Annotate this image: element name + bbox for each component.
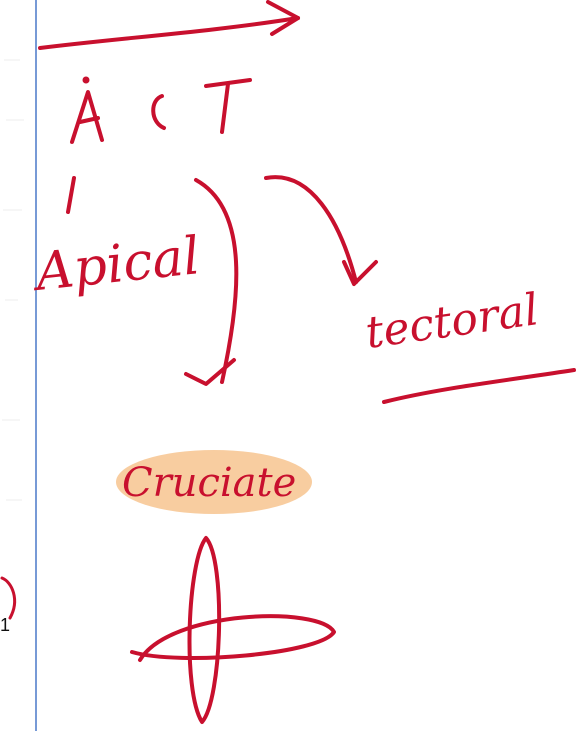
edge-partial-circle — [0, 576, 16, 620]
curved-arrow-right — [264, 175, 378, 286]
top-arrow — [38, 0, 300, 50]
edge-fragment-text: 1 — [0, 615, 11, 635]
tectoral-underline — [382, 368, 576, 404]
tick-mark — [66, 176, 76, 214]
word-tectoral: tectoral — [362, 284, 541, 359]
cross-sketch — [130, 536, 336, 724]
act-letters — [70, 76, 252, 144]
left-page-residue — [2, 59, 24, 501]
curved-arrow-down — [184, 178, 239, 386]
cruciate-highlight — [116, 450, 312, 514]
word-apical: Apical — [29, 226, 203, 303]
word-cruciate: Cruciate — [122, 460, 296, 506]
